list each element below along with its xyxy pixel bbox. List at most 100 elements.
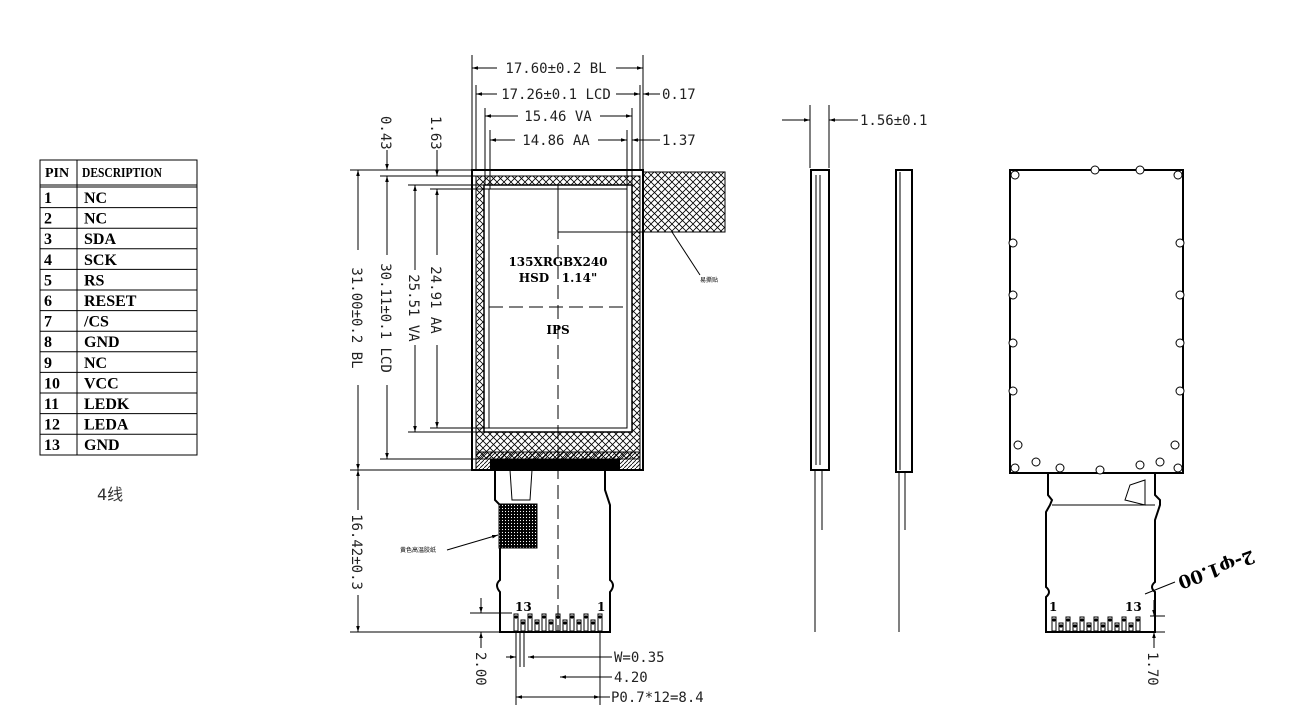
mounting-hole: [1008, 386, 1018, 396]
fpc-pin-dot: [1052, 618, 1056, 622]
mounting-hole: [1155, 457, 1165, 467]
fpc-pin-dot: [1066, 618, 1070, 622]
mounting-hole: [1055, 463, 1065, 473]
pin-header: PIN: [45, 166, 69, 181]
pin-number: 3: [44, 231, 52, 248]
pin-number: 12: [44, 417, 60, 434]
dim-lcd-width: 17.26±0.1 LCD: [501, 87, 611, 103]
fpc-pin-dot: [528, 615, 532, 619]
mounting-hole: [1170, 440, 1180, 450]
pin-number: 5: [44, 272, 52, 289]
pin-description: LEDA: [84, 417, 129, 434]
fpc-pin-dot: [542, 615, 546, 619]
fpc-pin-dot: [570, 615, 574, 619]
mounting-hole: [1135, 165, 1145, 175]
fpc-pin-dot: [521, 621, 525, 625]
mounting-hole: [1008, 290, 1018, 300]
top-dimensions: 17.60±0.2 BL 17.26±0.1 LCD 0.17 15.46 VA…: [471, 55, 696, 189]
fpc-pin-contact: [1135, 616, 1141, 632]
fpc-pin-dot: [1094, 618, 1098, 622]
fpc-pin-contact: [1121, 616, 1127, 632]
fpc-pin-contact: [1072, 622, 1078, 632]
mounting-hole: [1008, 338, 1018, 348]
mounting-hole: [1175, 386, 1185, 396]
dim-pin-height: 2.00: [472, 652, 488, 686]
mounting-hole: [1010, 170, 1020, 180]
fpc-pin-dot: [1059, 624, 1063, 628]
dim-lcd-offset: 0.17: [662, 87, 696, 103]
dim-top-offset-2: 1.63: [427, 116, 443, 150]
fpc-pin-13: 13: [515, 600, 532, 614]
front-view: 135XRGBX240 HSD 1.14" IPS 易撕贴 黄色高温胶纸 13 …: [400, 169, 726, 633]
fpc-pin-contact: [541, 613, 547, 632]
mounting-hole: [1013, 440, 1023, 450]
fpc-pin-contact: [1051, 616, 1057, 632]
dim-bl-width: 17.60±0.2 BL: [505, 61, 606, 77]
pin-description: NC: [84, 211, 107, 228]
fpc-pin-dot: [577, 621, 581, 625]
fpc-pin-contact: [534, 619, 540, 632]
mounting-hole: [1008, 238, 1018, 248]
pin-number: 9: [44, 355, 52, 372]
dim-va-height: 25.51 VA: [405, 274, 421, 342]
fpc-pin-dot: [1108, 618, 1112, 622]
mounting-hole: [1095, 465, 1105, 475]
fpc-pin-contact: [1058, 622, 1064, 632]
pin-number: 13: [44, 437, 60, 454]
mounting-hole: [1173, 463, 1183, 473]
fpc-pin-contact: [513, 613, 519, 632]
pin-number: 1: [44, 190, 52, 207]
fpc-pin-contact: [1114, 622, 1120, 632]
mounting-hole: [1173, 170, 1183, 180]
pin-description: RS: [84, 272, 105, 289]
description-header: DESCRIPTION: [82, 166, 162, 181]
fpc-pin-contact: [1107, 616, 1113, 632]
pin-description: LEDK: [84, 396, 130, 413]
fpc-pin-dot: [1129, 624, 1133, 628]
easy-peel-label: 易撕贴: [700, 276, 718, 284]
mounting-hole: [1031, 457, 1041, 467]
side-view: 1.56±0.1: [782, 105, 927, 632]
fpc-pin-contact: [590, 619, 596, 632]
dim-bl-height: 31.00±0.2 BL: [348, 267, 364, 368]
fpc-pin-contact: [1079, 616, 1085, 632]
dim-thickness: 1.56±0.1: [860, 113, 927, 129]
pin-number: 11: [44, 396, 59, 413]
fpc-pin-contact: [520, 619, 526, 632]
dim-aa-height: 24.91 AA: [427, 266, 443, 334]
dim-back-pin-height: 1.70: [1144, 652, 1160, 686]
pin-description: RESET: [84, 293, 137, 310]
mounting-hole: [1010, 463, 1020, 473]
panel-resolution: 135XRGBX240: [508, 255, 607, 269]
fpc-pin-contact: [555, 613, 561, 632]
pin-number: 7: [44, 314, 52, 331]
fpc-pin-dot: [591, 621, 595, 625]
fpc-pin-contact: [1128, 622, 1134, 632]
back-view: 1 13 2-φ1.00 1.70: [1008, 165, 1257, 686]
fpc-pin-dot: [1122, 618, 1126, 622]
fpc-pin-contact: [576, 619, 582, 632]
pin-number: 6: [44, 293, 52, 310]
fpc-pin-contact: [1100, 622, 1106, 632]
mounting-hole: [1175, 338, 1185, 348]
fpc-pin-dot: [1115, 624, 1119, 628]
pin-description: SDA: [84, 231, 116, 248]
hole-note: 2-φ1.00: [1175, 545, 1257, 592]
fpc-pin-contact: [527, 613, 533, 632]
panel-model: HSD 1.14": [519, 271, 597, 285]
pin-description: NC: [84, 355, 107, 372]
pin-description: GND: [84, 334, 120, 351]
pin-description: GND: [84, 437, 120, 454]
back-pin-1: 1: [1049, 600, 1057, 614]
mounting-hole: [1135, 460, 1145, 470]
dim-top-offset-1: 0.43: [377, 116, 393, 150]
dim-pin-width: W=0.35: [614, 650, 665, 666]
fpc-pin-contact: [597, 613, 603, 632]
fpc-pin-dot: [556, 615, 560, 619]
dim-va-width: 15.46 VA: [524, 109, 592, 125]
panel-type: IPS: [546, 323, 569, 337]
left-dimensions: 31.00±0.2 BL 30.11±0.1 LCD 25.51 VA 24.9…: [348, 116, 500, 633]
dim-aa-offset: 1.37: [662, 133, 696, 149]
fpc-pin-dot: [1087, 624, 1091, 628]
